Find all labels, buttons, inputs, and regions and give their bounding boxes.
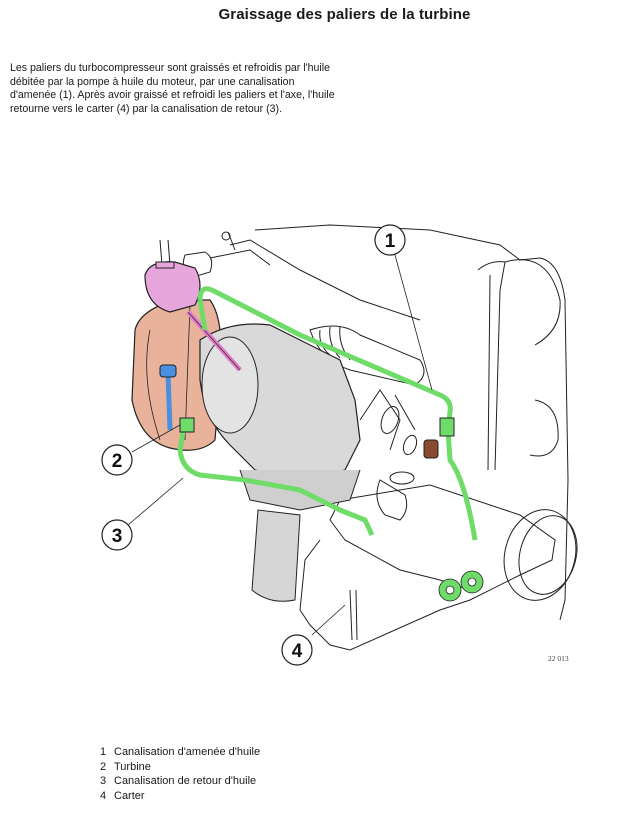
oil-return-line	[177, 419, 375, 537]
legend-item: 1 Canalisation d'amenée d'huile	[100, 745, 260, 760]
turbo-lubrication-diagram: 1 2 3 4	[101, 224, 578, 666]
callout-2: 2	[101, 444, 133, 476]
legend-item: 2 Turbine	[100, 760, 260, 775]
engine-block-edge	[477, 261, 506, 471]
oil-pump-gears	[438, 570, 484, 602]
exhaust-downpipe	[251, 509, 301, 602]
callout-2-leader	[131, 424, 181, 453]
oil-pressure-sensor	[423, 439, 439, 459]
compressor-inlet	[144, 261, 201, 313]
legend-item-number: 3	[100, 775, 107, 788]
callout-3: 3	[101, 519, 133, 551]
legend-item-number: 1	[100, 746, 107, 758]
page-title: Graissage des paliers de la turbine	[218, 6, 471, 23]
oil-filter-housing	[376, 479, 408, 521]
callout-4-number: 4	[292, 641, 303, 662]
cylinder-head-top	[229, 239, 421, 321]
callout-1: 1	[374, 224, 406, 256]
callout-1-number: 1	[385, 231, 396, 252]
callout-3-number: 3	[112, 526, 123, 547]
legend-item-label: Carter	[114, 789, 145, 802]
figure-reference: 22 013	[548, 654, 569, 663]
callout-2-number: 2	[112, 451, 123, 472]
legend-item-label: Canalisation de retour d'huile	[114, 775, 257, 788]
legend: 1 Canalisation d'amenée d'huile 2 Turbin…	[100, 745, 260, 803]
callout-4: 4	[281, 634, 313, 666]
crank-pulley	[503, 509, 577, 601]
callout-1-leader	[394, 254, 433, 391]
legend-item-label: Canalisation d'amenée d'huile	[114, 746, 261, 758]
oil-supply-line	[197, 286, 478, 541]
legend-item-number: 2	[100, 760, 107, 773]
oil-pan-outline	[299, 484, 556, 651]
engine-block-outline	[254, 224, 569, 621]
legend-item-number: 4	[100, 789, 107, 802]
engine-block-edge-2	[487, 274, 491, 471]
intro-paragraph: Les paliers du turbocompresseur sont gra…	[10, 62, 340, 116]
blue-fitting	[165, 371, 173, 431]
timing-cover	[504, 259, 561, 346]
legend-item: 3 Canalisation de retour d'huile	[100, 774, 260, 789]
legend-item-label: Turbine	[114, 760, 151, 773]
legend-item: 4 Carter	[100, 789, 260, 804]
callout-3-leader	[127, 477, 184, 526]
callout-4-leader	[311, 604, 346, 636]
intro-text: Les paliers du turbocompresseur sont gra…	[10, 62, 335, 115]
